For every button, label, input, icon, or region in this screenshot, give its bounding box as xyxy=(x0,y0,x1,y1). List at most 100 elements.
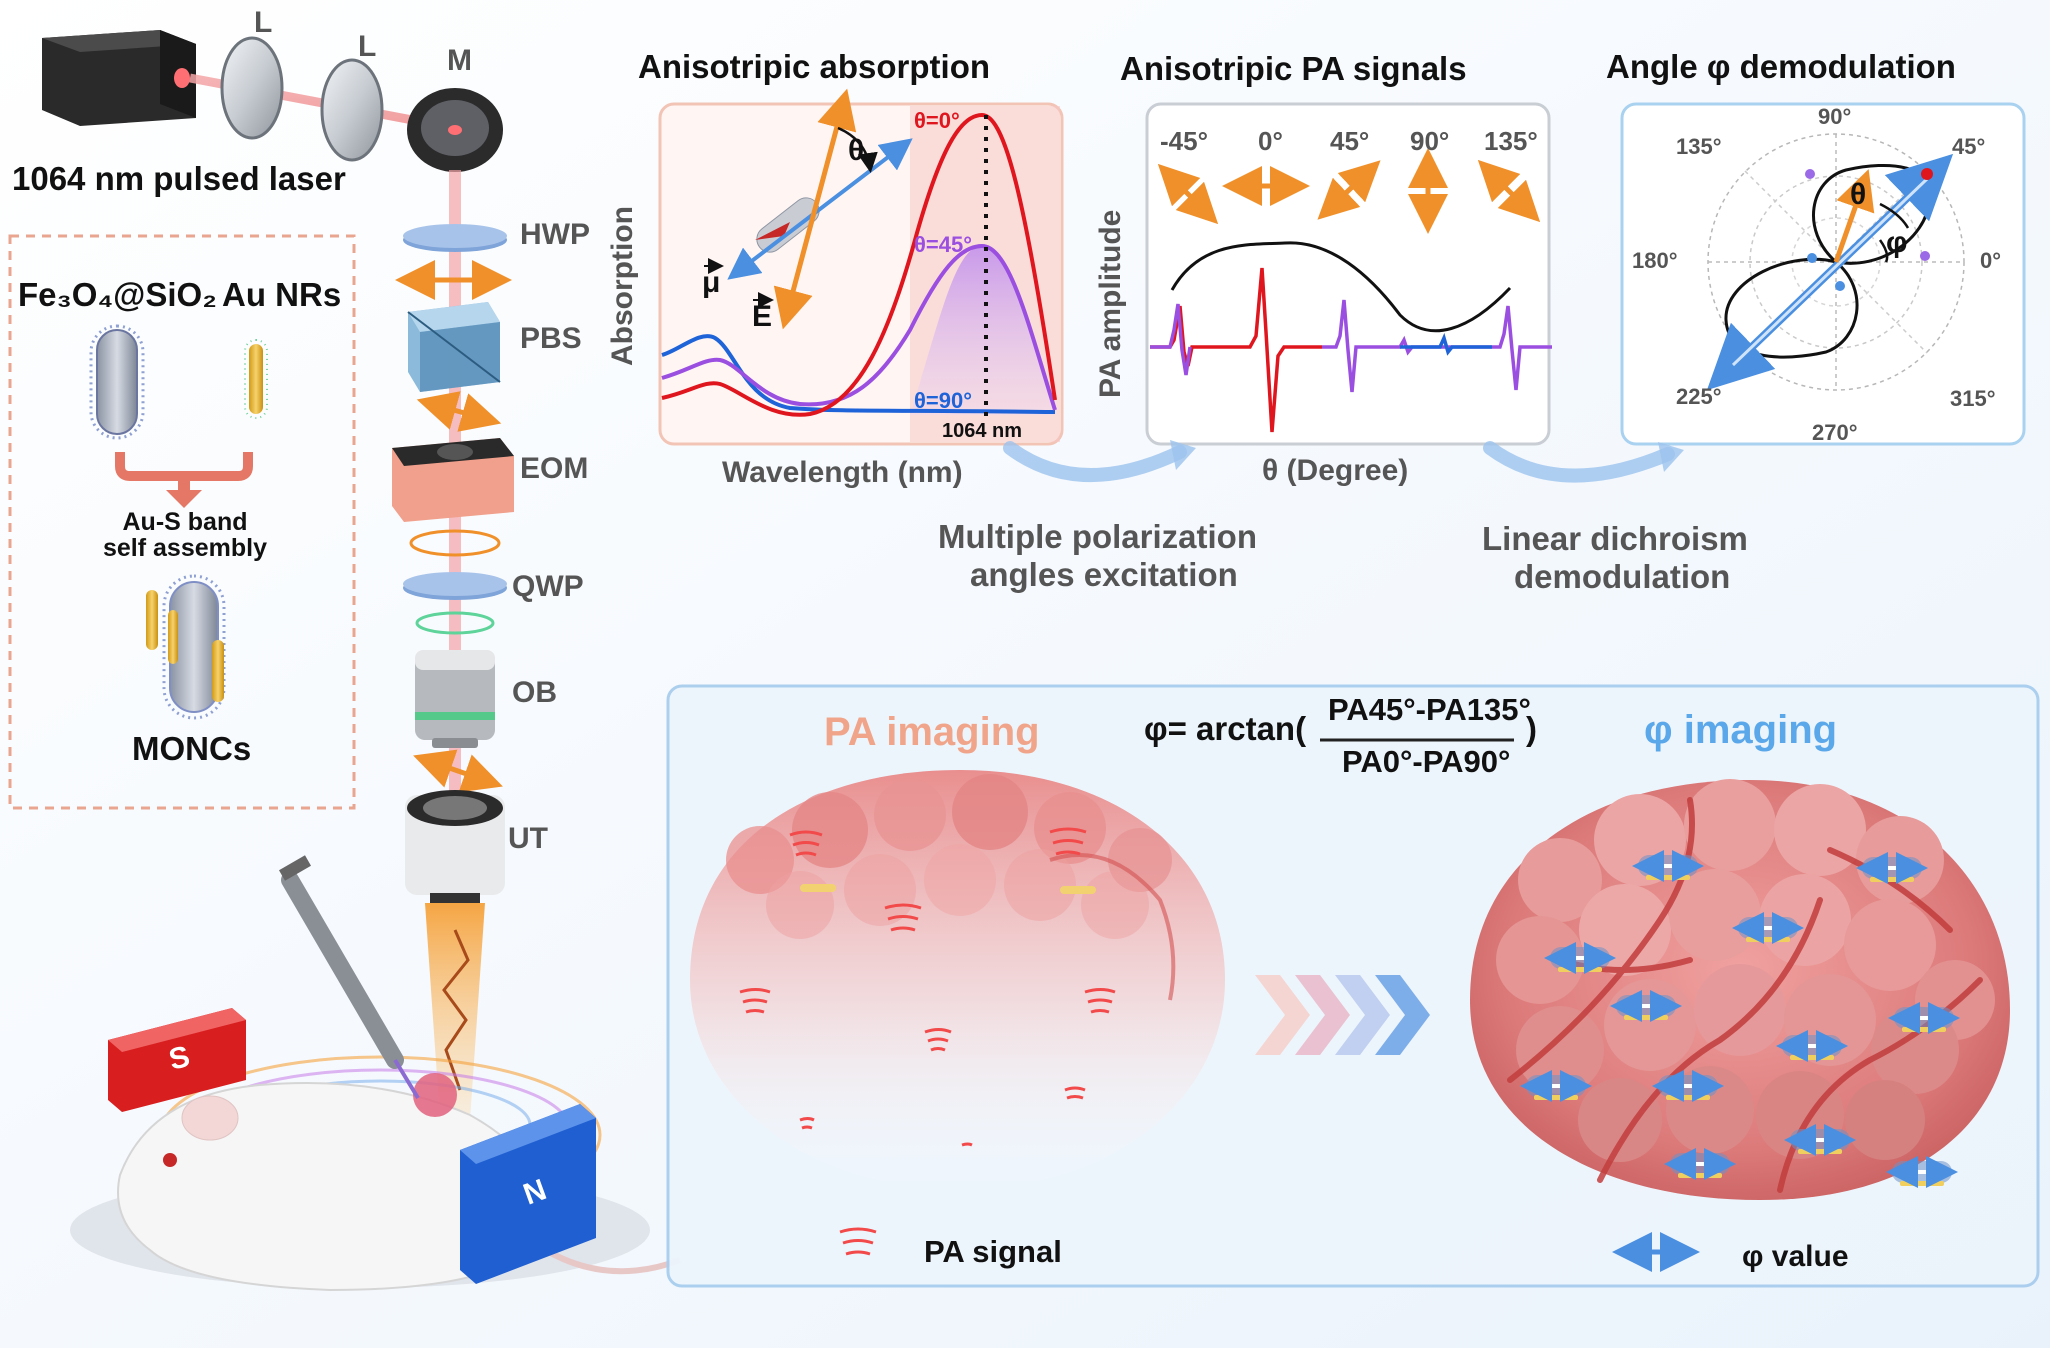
dipole-rod-icon xyxy=(704,88,913,330)
graphic-part xyxy=(1544,942,1616,974)
graphic-part xyxy=(1652,1070,1724,1102)
graphic-part xyxy=(168,610,178,664)
graphic-part xyxy=(1784,1124,1856,1156)
graphic-part xyxy=(1081,871,1149,939)
graphic-part xyxy=(1049,853,1176,1001)
graphic-part xyxy=(799,1117,815,1122)
graphic-part xyxy=(924,1028,952,1034)
graphic-part xyxy=(108,1008,246,1052)
graphic-part xyxy=(1064,1086,1086,1092)
pa-imaging-title: PA imaging xyxy=(824,710,1040,754)
demodulation-caption-1: Linear dichroism xyxy=(1482,520,1748,557)
phi-value-legend: φ value xyxy=(1742,1240,1849,1273)
pa-tumor xyxy=(690,770,1225,1190)
graphic-part xyxy=(415,650,495,670)
graphic-part xyxy=(773,88,857,330)
gold-label: Au NRs xyxy=(222,276,342,313)
graphic-part xyxy=(1170,241,1512,333)
demodulation-caption-2: demodulation xyxy=(1514,558,1731,595)
polar-270: 270° xyxy=(1812,420,1858,445)
theta-symbol: θ xyxy=(848,134,865,167)
graphic-part xyxy=(1055,850,1081,856)
graphic-part xyxy=(839,1227,877,1234)
graphic-part xyxy=(163,1153,177,1167)
graphic-part xyxy=(174,68,190,88)
graphic-part xyxy=(1666,1095,1710,1100)
graphic-part xyxy=(924,844,996,916)
graphic-part xyxy=(1335,975,1390,1055)
graphic-part xyxy=(1845,1080,1925,1160)
graphic-part xyxy=(403,572,507,596)
graphic-part xyxy=(795,851,817,857)
graphic-part xyxy=(1157,163,1219,225)
graphic-part xyxy=(1477,159,1541,223)
graphic-part xyxy=(952,774,1028,850)
graphic-part xyxy=(844,854,916,926)
graphic-part xyxy=(1731,177,1929,367)
qwp-label: QWP xyxy=(512,570,584,603)
graphic-part xyxy=(1534,1095,1578,1100)
absorption-panel xyxy=(658,88,1064,446)
graphic-part xyxy=(1921,168,1933,180)
graphic-part xyxy=(1844,899,1936,991)
graphic-part xyxy=(249,344,263,414)
graphic-part xyxy=(884,903,922,910)
graphic-part xyxy=(1798,1149,1842,1154)
pa-angle-45: 45° xyxy=(1330,126,1370,156)
graphic-part xyxy=(1646,875,1690,880)
graphic-part xyxy=(1835,281,1845,291)
eom-label: EOM xyxy=(520,452,589,485)
graphic-part xyxy=(1375,975,1430,1055)
graphic-part xyxy=(442,929,470,1091)
polar-135: 135° xyxy=(1676,134,1722,159)
graphic-part xyxy=(1604,979,1696,1071)
pa-panel xyxy=(1145,102,1552,446)
graphic-part xyxy=(1578,1078,1662,1162)
graphic-part xyxy=(420,322,500,392)
graphic-part xyxy=(42,30,196,126)
graphic-part xyxy=(1746,937,1790,942)
graphic-part xyxy=(930,1047,946,1052)
graphic-part xyxy=(927,1037,949,1043)
graphic-part xyxy=(432,738,478,748)
pa-ylabel: PA amplitude xyxy=(1094,209,1127,398)
graphic-part xyxy=(281,871,404,1069)
graphic-part xyxy=(845,1250,871,1256)
graphic-part xyxy=(1317,160,1381,220)
graphic-part xyxy=(1150,303,1192,376)
graphic-part xyxy=(320,58,384,162)
optical-setup xyxy=(42,30,514,1120)
graphic-part xyxy=(887,915,919,921)
formula-denominator: PA0°-PA90° xyxy=(1342,744,1511,779)
phi-tumor xyxy=(1470,779,2010,1200)
monc-cluster xyxy=(146,574,226,720)
graphic-part xyxy=(146,590,158,650)
graphic-part xyxy=(1664,1148,1736,1180)
absorption-xlabel: Wavelength (nm) xyxy=(722,456,963,489)
graphic-part xyxy=(1170,440,1196,470)
phi-imaging-title: φ imaging xyxy=(1644,708,1838,752)
imaging-panel xyxy=(666,684,2040,1288)
graphic-part xyxy=(42,30,196,52)
graphic-part xyxy=(789,830,823,837)
graphic-part xyxy=(1684,779,1776,871)
graphic-part xyxy=(425,903,485,1120)
graphic-part xyxy=(448,125,462,135)
graphic-part xyxy=(690,770,1225,1190)
step-arrow-2 xyxy=(1483,441,1675,483)
formula-lhs: φ= arctan( xyxy=(1144,710,1307,747)
graphic-part xyxy=(1087,998,1113,1004)
graphic-part xyxy=(437,444,473,460)
graphic-part xyxy=(416,391,502,432)
syringe-icon xyxy=(279,855,420,1100)
graphic-part xyxy=(1732,912,1804,944)
mirror-label: M xyxy=(447,44,472,77)
graphic-part xyxy=(890,926,916,932)
silica-rod xyxy=(89,324,145,440)
graphic-part xyxy=(792,792,868,868)
marker-1064: 1064 nm xyxy=(942,420,1023,442)
pa-signal-marks xyxy=(739,827,1116,1147)
graphic-part xyxy=(162,574,226,720)
excitation-caption-1: Multiple polarization xyxy=(938,518,1257,555)
